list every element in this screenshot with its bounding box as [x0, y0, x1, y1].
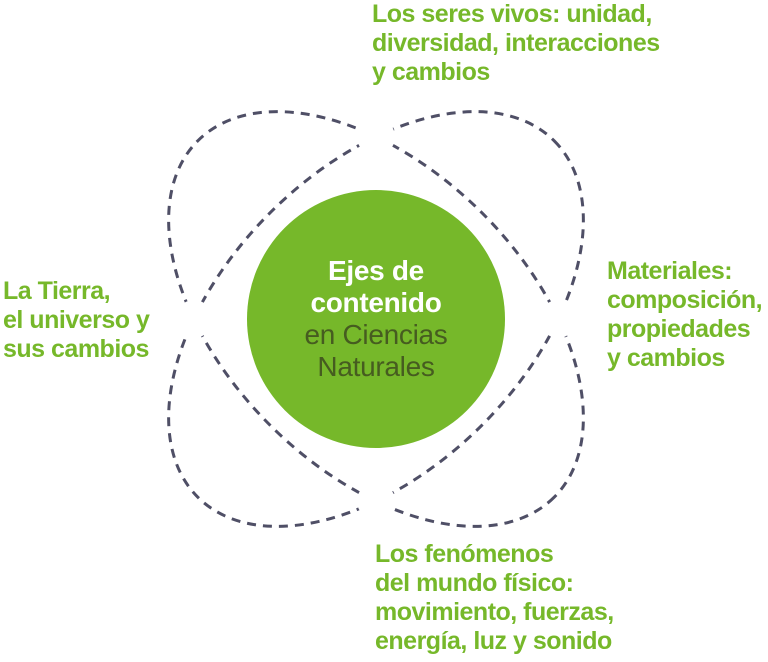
node-bottom	[357, 482, 395, 520]
center-title: Ejes de contenido	[310, 255, 442, 318]
orbit-ellipse-ne-sw	[167, 110, 585, 528]
label-tierra: La Tierra, el universo y sus cambios	[3, 277, 150, 363]
node-left	[175, 300, 213, 338]
center-subtitle: en Ciencias Naturales	[304, 319, 448, 382]
node-right	[539, 300, 577, 338]
orbit-ellipse-nw-se	[167, 110, 585, 528]
label-materiales: Materiales: composición, propiedades y c…	[607, 257, 763, 372]
label-fenomenos: Los fenómenos del mundo físico: movimien…	[375, 540, 614, 655]
label-seres-vivos: Los seres vivos: unidad, diversidad, int…	[372, 0, 660, 86]
node-top	[357, 118, 395, 156]
center-circle	[247, 190, 505, 448]
center-text-block: Ejes de contenido en Ciencias Naturales	[247, 190, 505, 448]
